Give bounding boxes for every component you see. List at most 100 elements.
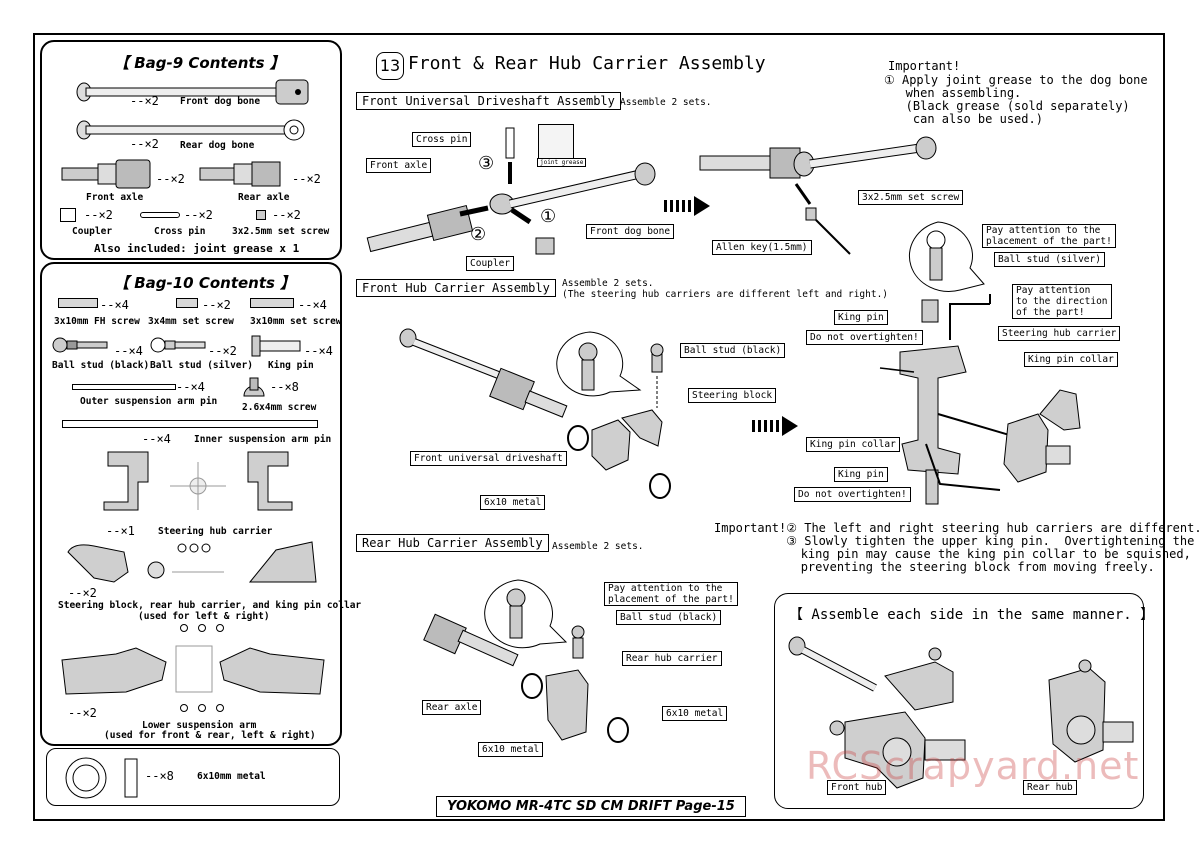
same-manner-title: 【 Assemble each side in the same manner.… [789, 607, 1155, 623]
label-pay-attention-placement: Pay attention to the placement of the pa… [982, 224, 1116, 248]
cross-pin-qty: --×2 [184, 208, 213, 222]
arrow-right-2 [752, 416, 798, 436]
page-frame [33, 33, 1165, 821]
label-king-pin-collar-right: King pin collar [1024, 352, 1118, 367]
set10-screw-drawing [250, 298, 294, 308]
label-steering-hub-carrier: Steering hub carrier [998, 326, 1121, 341]
rear-hub-callout-bubble [484, 579, 568, 649]
label-rear-hub: Rear hub [1023, 780, 1077, 795]
same-manner-panel: 【 Assemble each side in the same manner.… [774, 593, 1154, 809]
king-pin-label: King pin [268, 360, 314, 371]
metal-label: 6x10mm metal [197, 771, 266, 782]
set-screw-label: 3x2.5mm set screw [232, 226, 330, 237]
page-footer: YOKOMO MR-4TC SD CM DRIFT Page-15 [436, 796, 746, 817]
section-front-hub-title: Front Hub Carrier Assembly [356, 279, 556, 297]
coupler-drawing [60, 208, 76, 222]
arrow-right-1 [664, 196, 710, 216]
set-screw-drawing [256, 210, 266, 220]
label-6x10-metal-rear-right: 6x10 metal [662, 706, 728, 721]
inner-pin-drawing [62, 420, 318, 428]
important-heading: Important! [888, 59, 961, 73]
joint-grease-included: Also included: joint grease x 1 [94, 242, 300, 255]
metal-bearing-drawing [65, 757, 138, 799]
assembled-front-hub-drawing [788, 636, 966, 789]
step-number: 13 [376, 52, 404, 80]
front-dog-bone-qty: --×2 [130, 94, 159, 108]
set10-screw-qty: --×4 [298, 298, 327, 312]
screw26-drawing [243, 377, 265, 397]
label-steering-block: Steering block [688, 388, 777, 403]
set10-screw-label: 3x10mm set screw [250, 316, 342, 327]
rear-dog-bone-label: Rear dog bone [180, 140, 255, 151]
section-front-universal-note: Assemble 2 sets. [620, 97, 712, 108]
inner-pin-qty: --×4 [142, 432, 171, 446]
king-pin-qty: --×4 [304, 344, 333, 358]
set4-screw-drawing [176, 298, 198, 308]
front-axle-drawing [61, 159, 151, 189]
label-rear-hub-carrier: Rear hub carrier [622, 651, 722, 666]
label-6x10-metal-front: 6x10 metal [480, 495, 546, 510]
fh-screw-drawing [58, 298, 98, 308]
label-front-axle: Front axle [366, 158, 432, 173]
marker-3: ③ [478, 153, 495, 174]
label-allen-key: Allen key(1.5mm) [712, 240, 812, 255]
fh-screw-label: 3x10mm FH screw [54, 316, 140, 327]
screw26-qty: --×8 [270, 380, 299, 394]
set4-screw-qty: --×2 [202, 298, 231, 312]
rear-axle-label: Rear axle [238, 192, 290, 203]
rear-dog-bone-drawing [76, 119, 305, 141]
bag10-panel: 【 Bag-10 Contents 】 --×4 3x10mm FH screw… [40, 262, 361, 746]
set-screw-qty: --×2 [272, 208, 301, 222]
cross-pin-drawing [140, 212, 180, 218]
rear-axle-drawing [199, 161, 281, 187]
label-do-not-overtighten-top: Do not overtighten! [806, 330, 923, 345]
front-axle-label: Front axle [86, 192, 144, 203]
label-front-hub: Front hub [827, 780, 887, 795]
label-ball-stud-silver: Ball stud (silver) [994, 252, 1105, 267]
set4-screw-label: 3x4mm set screw [148, 316, 234, 327]
front-dog-bone-label: Front dog bone [180, 96, 261, 107]
label-rear-axle: Rear axle [422, 700, 482, 715]
lower-arm-sub: (used for front & rear, left & right) [104, 730, 316, 741]
ball-stud-silver-label: Ball stud (silver) [150, 360, 253, 371]
section-front-hub-note: Assemble 2 sets. (The steering hub carri… [562, 278, 889, 300]
label-do-not-overtighten-bottom: Do not overtighten! [794, 487, 911, 502]
label-pay-attention-rear: Pay attention to the placement of the pa… [604, 582, 738, 606]
fh-screw-qty: --×4 [100, 298, 129, 312]
coupler-label: Coupler [72, 226, 113, 237]
ball-stud-black-qty: --×4 [114, 344, 143, 358]
front-dog-bone-drawing [76, 79, 309, 105]
cross-pin-label: Cross pin [154, 226, 206, 237]
rear-axle-qty: --×2 [292, 172, 321, 186]
outer-pin-label: Outer suspension arm pin [80, 396, 218, 407]
label-king-pin-collar-left: King pin collar [806, 437, 900, 452]
lower-arm-qty: --×2 [68, 706, 97, 720]
label-front-dog-bone: Front dog bone [586, 224, 675, 239]
outer-pin-drawing [72, 384, 176, 390]
steering-assembly-drawing [879, 294, 1081, 505]
steering-hub-carrier-drawing [103, 451, 293, 511]
section-rear-hub-title: Rear Hub Carrier Assembly [356, 534, 549, 552]
ball-stud-silver-qty: --×2 [208, 344, 237, 358]
bag9-panel: 【 Bag-9 Contents 】 --×2 Front dog bone -… [40, 40, 342, 260]
ball-stud-silver-drawing [150, 337, 206, 353]
label-front-universal: Front universal driveshaft [410, 451, 567, 466]
rear-hub-drawing [423, 613, 629, 743]
coupler-qty: --×2 [84, 208, 113, 222]
metal-qty: --×8 [145, 769, 174, 783]
steering-carrier-qty: --×1 [106, 524, 135, 538]
front-hub-drawing [399, 328, 671, 499]
steering-block-label: Steering block, rear hub carrier, and ki… [58, 600, 362, 611]
metal-panel: --×8 6x10mm metal [46, 748, 340, 806]
label-pay-attention-direction: Pay attention to the direction of the pa… [1012, 284, 1112, 319]
rear-dog-bone-qty: --×2 [130, 137, 159, 151]
outer-pin-qty: --×4 [176, 380, 205, 394]
important-notes-2-3: Important!② The left and right steering … [714, 521, 1200, 574]
label-cross-pin: Cross pin [412, 132, 472, 147]
steering-carrier-label: Steering hub carrier [158, 526, 273, 537]
front-axle-qty: --×2 [156, 172, 185, 186]
bag9-title: 【 Bag-9 Contents 】 [114, 54, 285, 72]
inner-pin-label: Inner suspension arm pin [194, 434, 332, 445]
king-pin-drawing [251, 335, 301, 357]
marker-2: ② [470, 224, 487, 245]
